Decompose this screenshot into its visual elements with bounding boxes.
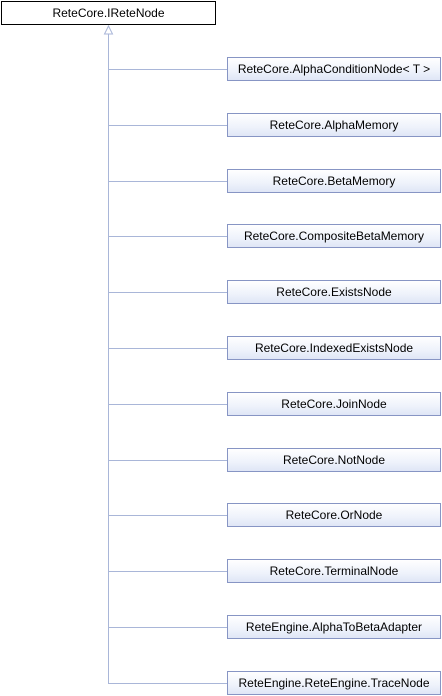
branch-edges bbox=[108, 69, 227, 684]
derived-class-node[interactable]: ReteEngine.AlphaToBetaAdapter bbox=[227, 615, 441, 639]
derived-class-node[interactable]: ReteCore.OrNode bbox=[227, 503, 441, 527]
derived-class-node[interactable]: ReteCore.NotNode bbox=[227, 448, 441, 472]
derived-class-node[interactable]: ReteCore.CompositeBetaMemory bbox=[227, 224, 441, 248]
derived-class-node[interactable]: ReteCore.AlphaConditionNode< T > bbox=[227, 57, 441, 81]
derived-class-node[interactable]: ReteCore.ExistsNode bbox=[227, 280, 441, 304]
derived-class-node[interactable]: ReteCore.AlphaMemory bbox=[227, 113, 441, 137]
inheritance-arrowhead bbox=[103, 24, 114, 35]
derived-class-node[interactable]: ReteCore.IndexedExistsNode bbox=[227, 336, 441, 360]
derived-class-node[interactable]: ReteCore.JoinNode bbox=[227, 392, 441, 416]
base-class-node[interactable]: ReteCore.IReteNode bbox=[1, 1, 216, 25]
derived-class-node[interactable]: ReteCore.TerminalNode bbox=[227, 559, 441, 583]
derived-class-node[interactable]: ReteEngine.ReteEngine.TraceNode bbox=[227, 671, 441, 695]
derived-class-node[interactable]: ReteCore.BetaMemory bbox=[227, 169, 441, 193]
